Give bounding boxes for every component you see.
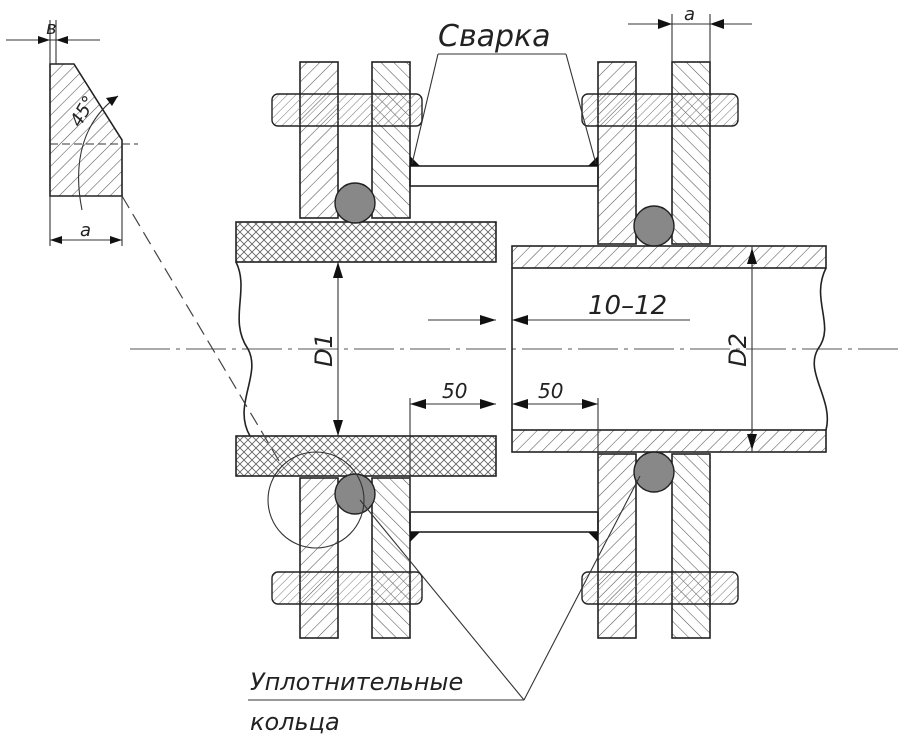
seal-rings-label-line2: кольца <box>250 708 340 736</box>
right-flanges-top <box>581 61 739 247</box>
detail-leader-dashed <box>121 195 283 467</box>
left-pipe-wall-top <box>235 221 497 263</box>
weld-detail-profile <box>49 63 123 197</box>
seal-rings-label-line1: Уплотнительные <box>250 668 463 696</box>
bolt-top-left <box>271 93 423 127</box>
left-flanges-top <box>271 61 423 224</box>
d1-label: D1 <box>310 333 338 367</box>
right-pipe-wall-bottom <box>511 429 827 453</box>
gap-label: 10–12 <box>588 291 667 321</box>
right-flanges-bottom <box>581 451 739 639</box>
seal-ring-top-left <box>334 182 376 224</box>
seal-ring-bottom-right <box>633 451 675 493</box>
left-pipe-break-line <box>235 261 253 437</box>
seal-ring-top-right <box>633 205 675 247</box>
right-pipe-break-line <box>813 267 829 431</box>
left-flanges-bottom <box>271 473 423 639</box>
bolt-bottom-right <box>581 571 739 605</box>
detail-callout-circle <box>267 451 365 549</box>
dim-b-detail-label: в <box>46 18 57 39</box>
left-pipe-wall-bottom <box>235 435 497 477</box>
dim-a-top-label: a <box>684 4 695 25</box>
d2-label: D2 <box>724 333 752 367</box>
dim-50-right-label: 50 <box>538 379 563 403</box>
bolt-bottom-left <box>271 571 423 605</box>
sleeve-bottom <box>409 511 599 533</box>
sleeve-top <box>409 165 599 187</box>
seal-ring-bottom-left <box>334 473 376 515</box>
dim-50-left-label: 50 <box>442 379 467 403</box>
right-pipe-wall-top <box>511 245 827 269</box>
dim-a-detail-label: a <box>80 220 91 241</box>
bolt-top-right <box>581 93 739 127</box>
welding-label: Сварка <box>438 19 551 54</box>
weld-detail-view: в a 45° <box>6 18 138 246</box>
